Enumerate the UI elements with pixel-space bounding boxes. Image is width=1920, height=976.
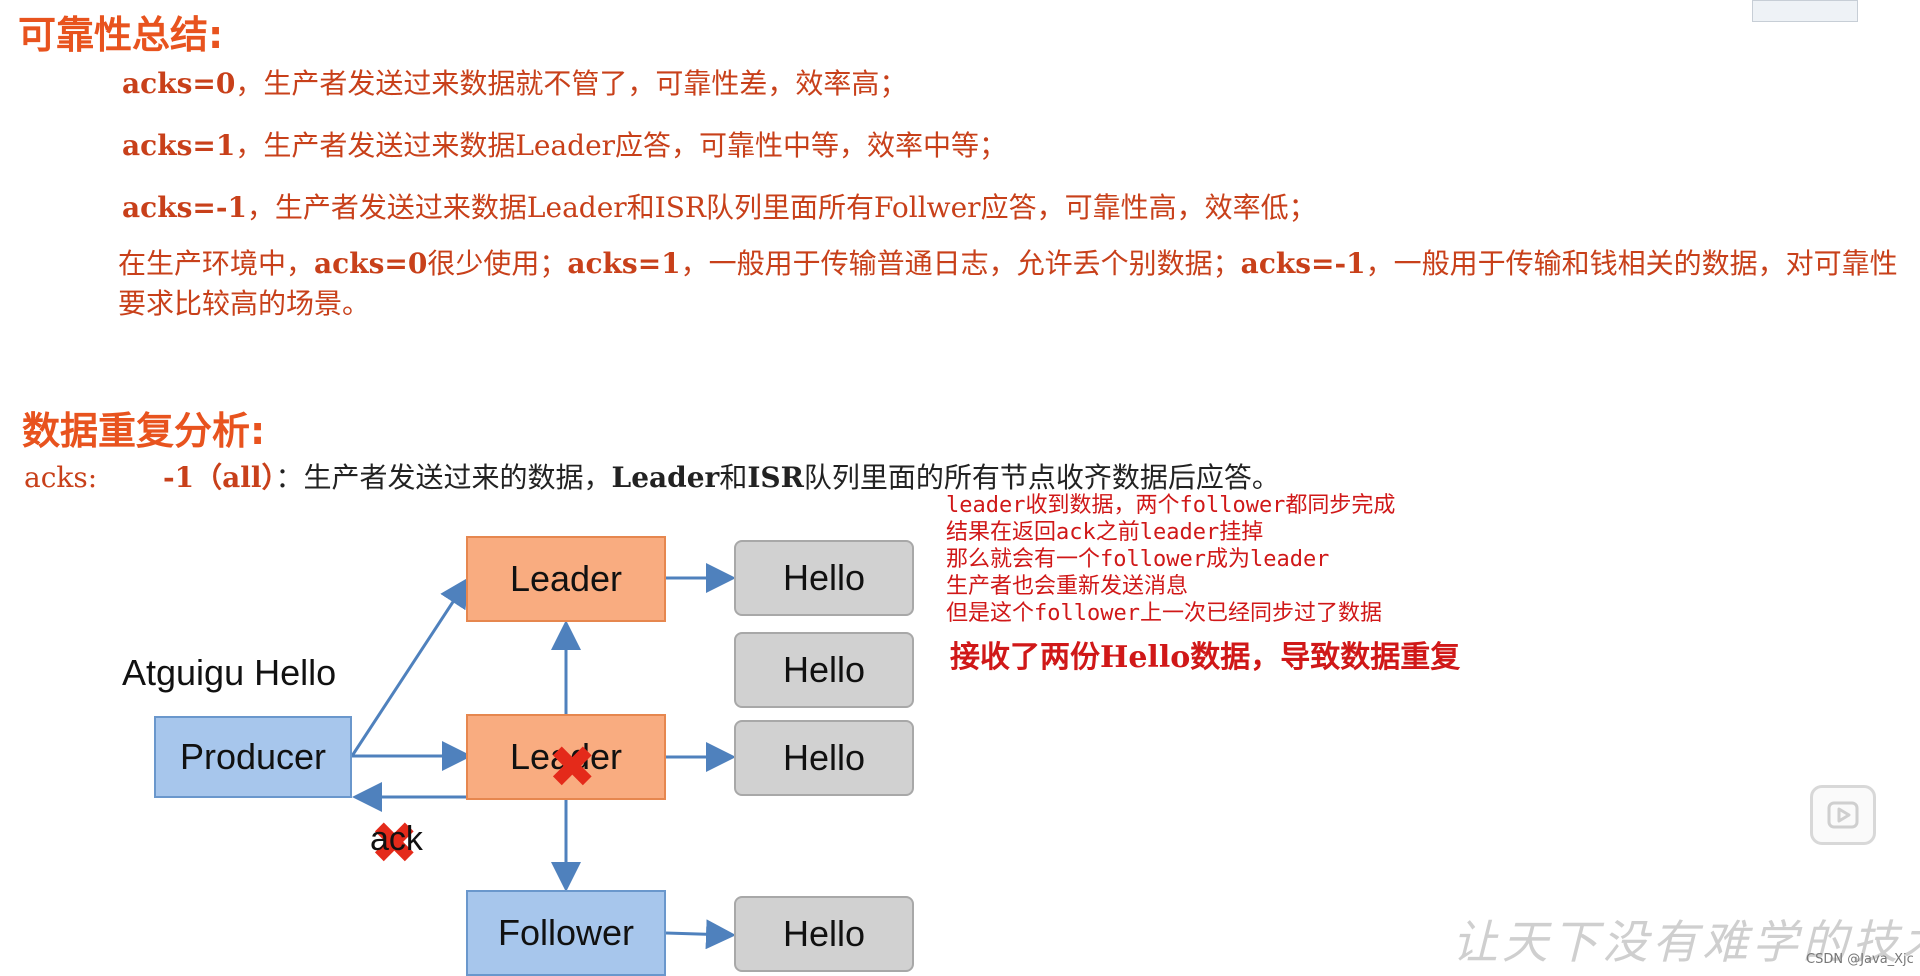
acks-0-lead: acks=0: [122, 67, 236, 100]
data-duplication-title: 数据重复分析:: [22, 409, 266, 453]
failed-x-icon: ✖: [548, 733, 597, 801]
note-line-3: 那么就会有一个follower成为leader: [946, 547, 1330, 572]
leader-mid-label: Leader: [509, 736, 623, 777]
slide-thumbnail[interactable]: [1752, 0, 1858, 22]
watermark: 让天下没有难学的技术: [1452, 915, 1920, 969]
arrow-to-hello-4: [665, 919, 736, 950]
hello-box-1: Hello: [734, 540, 914, 616]
para-text-4: ，一般用于传输和钱相关的数据，对可靠性要求比较高的场景。: [118, 247, 1898, 320]
para-bold-1: acks=0: [314, 247, 428, 280]
message-label: Atguigu Hello: [122, 652, 337, 693]
acks-minus1-line: acks=-1，生产者发送过来数据Leader和ISR队列里面所有Follwer…: [122, 186, 1317, 226]
acks-all-tail: 队列里面的所有节点收齐数据后应答。: [803, 461, 1280, 494]
note-line-4: 生产者也会重新发送消息: [946, 574, 1189, 599]
acks-all-isr: ISR: [747, 461, 804, 494]
para-text-1: 在生产环境中，: [118, 247, 315, 280]
note-line-5: 但是这个follower上一次已经同步过了数据: [946, 601, 1382, 626]
play-button[interactable]: [1810, 785, 1876, 845]
play-icon: [1827, 801, 1859, 829]
hello-box-2: Hello: [734, 632, 914, 708]
para-text-3: ，一般用于传输普通日志，允许丢个别数据；: [680, 247, 1241, 280]
hello-box-4: Hello: [734, 896, 914, 972]
note-conclusion: 接收了两份Hello数据，导致数据重复: [950, 640, 1461, 675]
scenario-notes: leader收到数据，两个follower都同步完成 结果在返回ack之前lea…: [946, 492, 1395, 627]
arrow-producer-to-leader-top: [350, 576, 470, 757]
acks-all-line: acks: -1（all）：生产者发送过来的数据，Leader和ISR队列里面的…: [24, 456, 1280, 496]
reliability-summary-title: 可靠性总结:: [18, 13, 224, 57]
note-line-1: leader收到数据，两个follower都同步完成: [946, 493, 1396, 518]
acks-all-mid: 和: [719, 461, 748, 494]
leader-top-box: Leader: [466, 536, 666, 622]
acks-0-rest: ，生产者发送过来数据就不管了，可靠性差，效率高；: [235, 67, 908, 100]
acks-0-line: acks=0，生产者发送过来数据就不管了，可靠性差，效率高；: [122, 62, 907, 102]
acks-minus1-rest: ，生产者发送过来数据Leader和ISR队列里面所有Follwer应答，可靠性高…: [246, 191, 1317, 224]
acks-label: acks:: [24, 461, 98, 494]
para-text-2: 很少使用；: [427, 247, 568, 280]
para-bold-3: acks=-1: [1240, 247, 1366, 280]
ack-failed-x-icon: ✖: [370, 809, 419, 877]
acks-1-lead: acks=1: [122, 129, 236, 162]
acks-all-sep: ：生产者发送过来的数据，: [275, 461, 612, 494]
leader-mid-box: Leader: [466, 714, 666, 800]
producer-box: Producer: [154, 716, 352, 798]
acks-minus1-lead: acks=-1: [122, 191, 247, 224]
acks-all-leader: Leader: [611, 461, 720, 494]
ack-label: ack: [370, 820, 423, 858]
hello-box-3: Hello: [734, 720, 914, 796]
follower-box: Follower: [466, 890, 666, 976]
acks-all-value: -1（all）: [162, 461, 276, 494]
para-bold-2: acks=1: [567, 247, 681, 280]
note-line-2: 结果在返回ack之前leader挂掉: [946, 520, 1264, 545]
acks-1-rest: ，生产者发送过来数据Leader应答，可靠性中等，效率中等；: [235, 129, 1008, 162]
csdn-credit: CSDN @Java_Xjc: [1806, 952, 1914, 967]
production-usage-paragraph: 在生产环境中，acks=0很少使用；acks=1，一般用于传输普通日志，允许丢个…: [118, 244, 1918, 324]
acks-1-line: acks=1，生产者发送过来数据Leader应答，可靠性中等，效率中等；: [122, 124, 1007, 164]
